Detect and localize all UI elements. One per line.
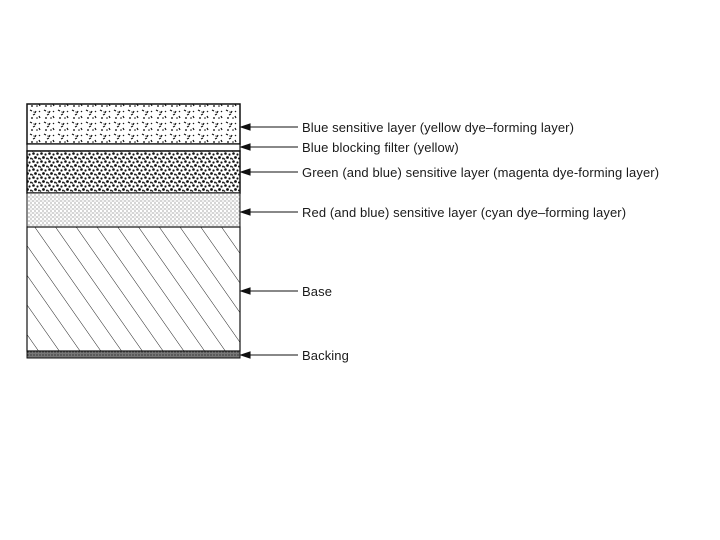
label-green-sensitive-layer: Green (and blue) sensitive layer (magent… [302,165,660,180]
pointer-backing [239,351,298,359]
pointer-green-sensitive [239,168,298,176]
label-blue-blocking-filter: Blue blocking filter (yellow) [302,140,459,155]
blue-sensitive-layer [26,103,241,145]
pointer-blue-blocking [239,143,298,151]
base-layer [26,226,241,352]
label-base: Base [302,284,333,299]
blue-blocking-filter-layer [26,143,241,152]
pointer-base [239,287,298,295]
label-blue-sensitive-layer: Blue sensitive layer (yellow dye–forming… [302,120,575,135]
pointer-red-sensitive [239,208,298,216]
label-backing: Backing [302,348,349,363]
label-red-sensitive-layer: Red (and blue) sensitive layer (cyan dye… [302,205,627,220]
green-sensitive-layer [26,150,241,194]
pointer-blue-sensitive [239,123,298,131]
red-sensitive-layer [26,192,241,228]
backing-layer [26,350,241,359]
